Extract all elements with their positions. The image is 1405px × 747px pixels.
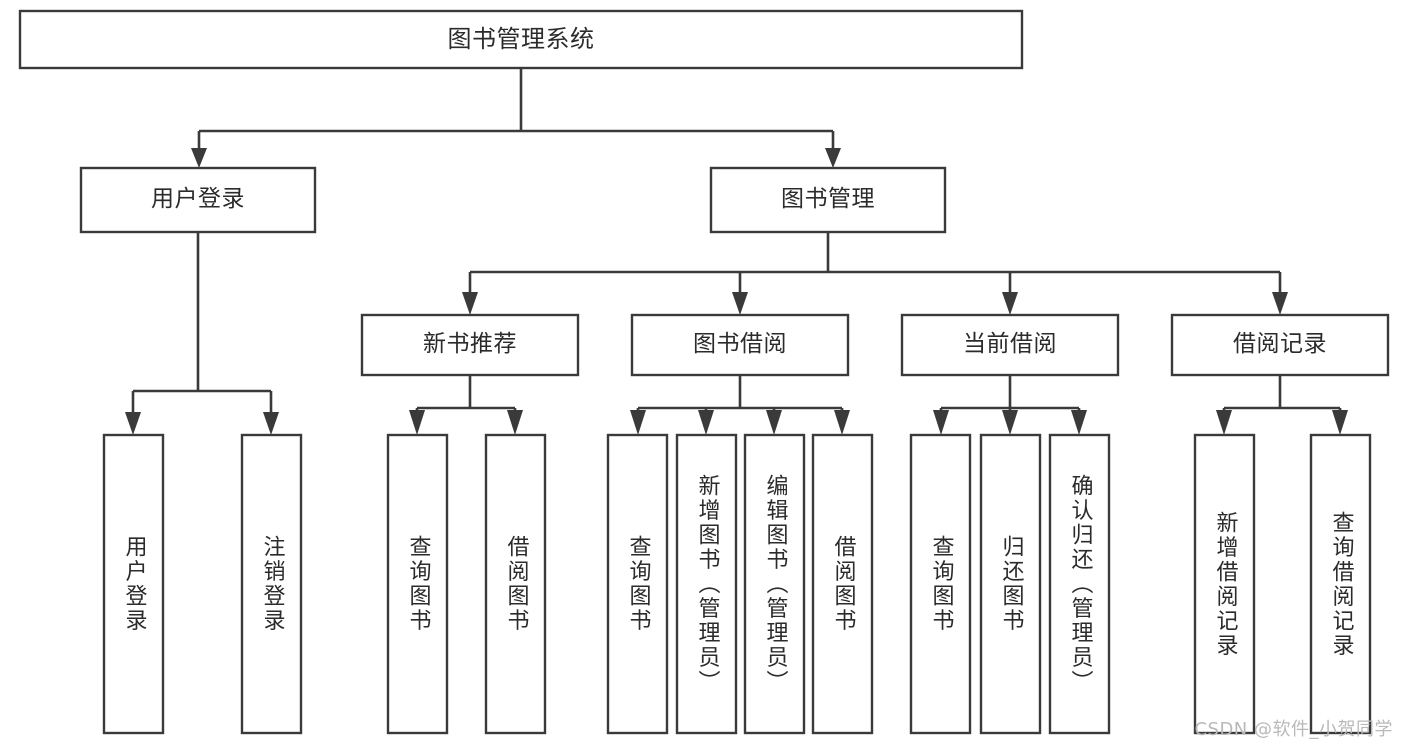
- node-box-leaf-confirm-return[interactable]: [1048, 433, 1111, 735]
- arrow-head-leaf-query-book-2: [630, 410, 646, 435]
- arrow-head-book-manage: [825, 148, 841, 168]
- arrow-head-leaf-query-record: [1332, 410, 1348, 435]
- connector-book-manage-to-level3: [468, 232, 1282, 295]
- node-box-leaf-query-book-2[interactable]: [606, 433, 669, 735]
- connector-user-login-to-leaves: [131, 232, 273, 415]
- node-box-user-login[interactable]: [79, 166, 317, 234]
- arrow-head-leaf-borrow-book-2: [834, 410, 850, 435]
- connector-new-book-rec-to-leaves: [415, 375, 517, 415]
- arrow-head-leaf-user-login: [125, 412, 141, 435]
- node-box-leaf-edit-book[interactable]: [743, 433, 806, 735]
- node-box-leaf-query-book-3[interactable]: [909, 433, 972, 735]
- node-box-leaf-query-record[interactable]: [1309, 433, 1372, 735]
- arrow-head-book-borrow: [732, 292, 748, 315]
- node-box-current-borrow[interactable]: [900, 313, 1120, 377]
- node-box-book-borrow[interactable]: [630, 313, 850, 377]
- arrow-head-leaf-borrow-book-1: [507, 410, 523, 435]
- arrow-head-leaf-confirm-return: [1071, 410, 1087, 435]
- node-box-leaf-logout[interactable]: [240, 433, 303, 735]
- arrow-head-current-borrow: [1002, 292, 1018, 315]
- arrow-head-leaf-add-book: [698, 410, 714, 435]
- node-box-book-manage[interactable]: [709, 166, 947, 234]
- arrow-head-leaf-query-book-3: [933, 410, 949, 435]
- arrow-head-borrow-record: [1272, 292, 1288, 315]
- node-box-root[interactable]: [18, 9, 1024, 70]
- arrow-head-leaf-logout: [263, 412, 279, 435]
- connector-current-borrow-to-leaves: [939, 375, 1081, 415]
- connector-root-to-level2: [197, 68, 835, 150]
- node-box-leaf-user-login[interactable]: [102, 433, 165, 735]
- arrow-head-new-book-rec: [462, 292, 478, 315]
- node-box-leaf-query-book-1[interactable]: [386, 433, 449, 735]
- arrow-head-user-login: [191, 148, 207, 168]
- watermark-text: CSDN @软件_小贺同学: [1194, 719, 1393, 740]
- node-box-leaf-add-book[interactable]: [675, 433, 738, 735]
- node-box-borrow-record[interactable]: [1170, 313, 1390, 377]
- arrow-head-leaf-add-record: [1216, 410, 1232, 435]
- node-box-new-book-rec[interactable]: [360, 313, 580, 377]
- node-box-leaf-borrow-book-1[interactable]: [484, 433, 547, 735]
- node-box-leaf-borrow-book-2[interactable]: [811, 433, 874, 735]
- connector-book-borrow-to-leaves: [636, 375, 844, 415]
- connector-borrow-record-to-leaves: [1222, 375, 1342, 415]
- arrow-head-leaf-query-book-1: [409, 410, 425, 435]
- node-box-leaf-return-book[interactable]: [979, 433, 1042, 735]
- arrow-head-leaf-edit-book: [766, 410, 782, 435]
- arrow-head-leaf-return-book: [1002, 410, 1018, 435]
- node-box-leaf-add-record[interactable]: [1193, 433, 1256, 735]
